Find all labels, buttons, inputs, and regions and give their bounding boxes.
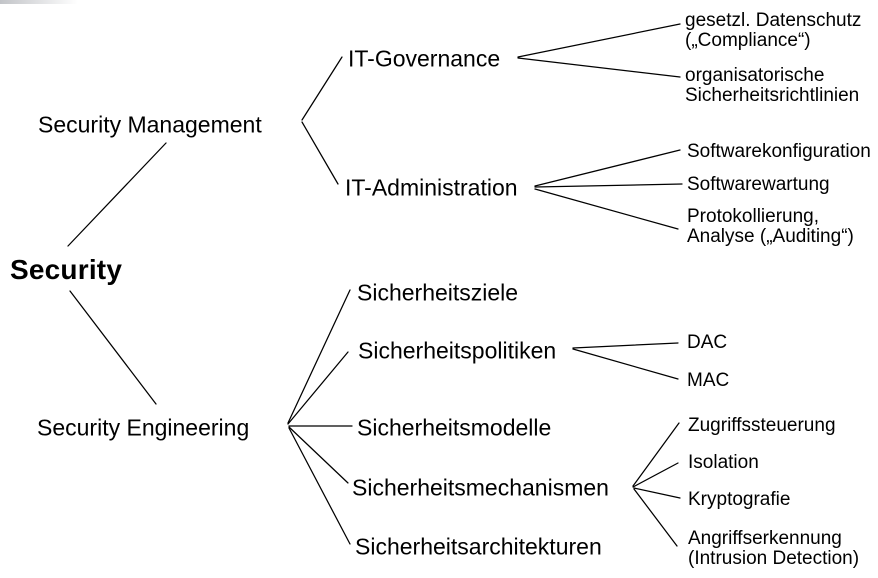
connector-security-to-management (67, 142, 167, 247)
connector-engineering-to-mechanismen (288, 426, 349, 484)
connector-security-to-engineering (69, 290, 157, 405)
top-edge-screenshot-artifact (0, 0, 78, 4)
connector-mechanismen-to-isolation (632, 462, 679, 488)
node-mac: MAC (687, 370, 730, 391)
node-it-governance: IT-Governance (348, 45, 501, 72)
connector-governance-to-richtlinien (517, 57, 681, 78)
connector-mechanismen-to-kryptografie (633, 487, 681, 499)
connector-engineering-to-ziele (287, 289, 351, 424)
node-protokollierung-analyse-auditing: Protokollierung, Analyse („Auditing“) (687, 206, 854, 247)
connector-administration-to-konfiguration (534, 149, 681, 187)
connector-mechanismen-to-zugriffssteuerung (632, 422, 680, 487)
node-sicherheitsziele: Sicherheitsziele (357, 279, 519, 306)
node-security: Security (10, 254, 123, 285)
node-softwarewartung: Softwarewartung (687, 174, 830, 195)
connector-politiken-to-dac (572, 342, 679, 349)
connector-governance-to-datenschutz (517, 23, 681, 58)
node-kryptografie: Kryptografie (688, 489, 791, 510)
connector-engineering-to-architekturen (288, 427, 351, 545)
connector-management-to-administration (301, 121, 339, 185)
connector-politiken-to-mac (572, 348, 679, 380)
connector-management-to-governance (301, 56, 343, 121)
node-sicherheitspolitiken: Sicherheitspolitiken (358, 337, 557, 364)
connector-administration-to-protokollierung (534, 188, 679, 230)
connector-administration-to-wartung (534, 183, 683, 188)
node-angriffserkennung-intrusion-detection: Angriffserkennung (Intrusion Detection) (688, 528, 860, 569)
node-isolation: Isolation (688, 452, 759, 473)
node-sicherheitsmechanismen: Sicherheitsmechanismen (352, 474, 609, 501)
node-sicherheitsmodelle: Sicherheitsmodelle (357, 414, 552, 441)
node-dac: DAC (687, 332, 728, 353)
node-softwarekonfiguration: Softwarekonfiguration (687, 141, 871, 162)
node-organisatorische-sicherheitsrichtlinien: organisatorische Sicherheitsrichtlinien (685, 65, 860, 106)
node-it-administration: IT-Administration (345, 174, 518, 201)
node-zugriffssteuerung: Zugriffssteuerung (688, 415, 836, 436)
node-gesetzl-datenschutz-compliance: gesetzl. Datenschutz („Compliance“) (685, 10, 862, 51)
node-security-management: Security Management (38, 111, 262, 138)
node-security-engineering: Security Engineering (37, 414, 250, 441)
connector-mechanismen-to-angriffserkennung (633, 488, 678, 547)
node-sicherheitsarchitekturen: Sicherheitsarchitekturen (355, 533, 602, 560)
connector-engineering-to-politiken (287, 351, 349, 425)
